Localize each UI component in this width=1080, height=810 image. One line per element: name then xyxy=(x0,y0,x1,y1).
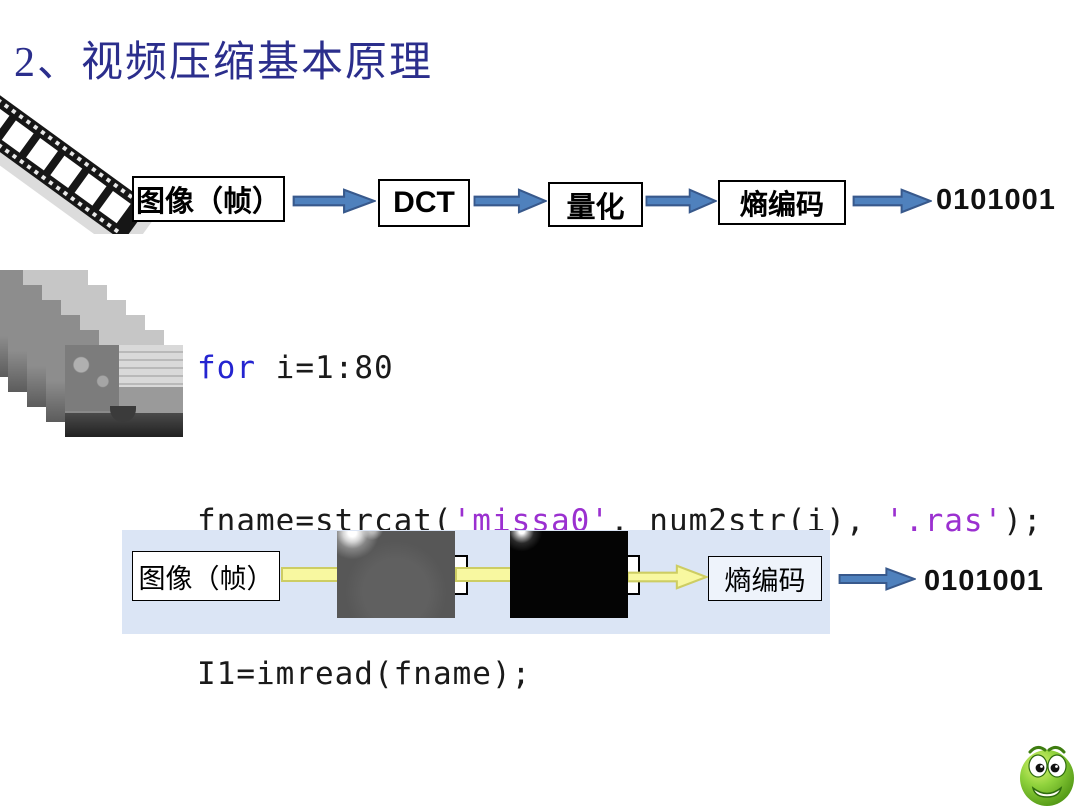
green-mascot-icon xyxy=(1020,745,1074,806)
flow-top-box-dct: DCT xyxy=(378,179,470,227)
connector-yellow-bar xyxy=(455,567,512,582)
code-line: fname=strcat('missa0', num2str(i), '.ras… xyxy=(197,503,1043,539)
pot-detail xyxy=(109,406,136,423)
matlab-code-block: for i=1:80 fname=strcat('missa0', num2st… xyxy=(197,241,1043,810)
bitstream-output-top: 0101001 xyxy=(936,184,1056,216)
calendar-detail xyxy=(115,345,183,388)
code-line: I1=double(I1); xyxy=(197,802,1043,810)
flow-top-box-entropy: 熵编码 xyxy=(718,180,846,225)
plants-detail xyxy=(65,345,120,412)
flow-bottom-box-image-frame: 图像（帧） xyxy=(132,551,280,601)
flow-top-box-quantize: 量化 xyxy=(548,182,643,227)
video-frame-thumbnail xyxy=(65,345,183,437)
flow-bottom-box-entropy: 熵编码 xyxy=(708,556,822,601)
arrow-right-icon xyxy=(473,188,547,214)
arrow-right-icon xyxy=(852,188,932,214)
connector-yellow-bar xyxy=(281,567,339,582)
quantized-coefficient-image xyxy=(510,531,628,618)
bitstream-output-bottom: 0101001 xyxy=(924,565,1044,597)
arrow-right-icon xyxy=(838,567,916,591)
table-detail xyxy=(65,413,183,437)
film-strip-icon xyxy=(0,88,154,234)
arrow-right-icon xyxy=(292,188,376,214)
arrow-right-icon xyxy=(645,188,717,214)
code-line: for i=1:80 xyxy=(197,350,394,386)
arrow-right-yellow-icon xyxy=(626,564,708,590)
page-title: 2、视频压缩基本原理 xyxy=(14,40,434,86)
flow-top-box-image-frame: 图像（帧） xyxy=(132,176,285,222)
dct-coefficient-image xyxy=(337,531,455,618)
code-line: I1=imread(fname); xyxy=(197,656,532,692)
